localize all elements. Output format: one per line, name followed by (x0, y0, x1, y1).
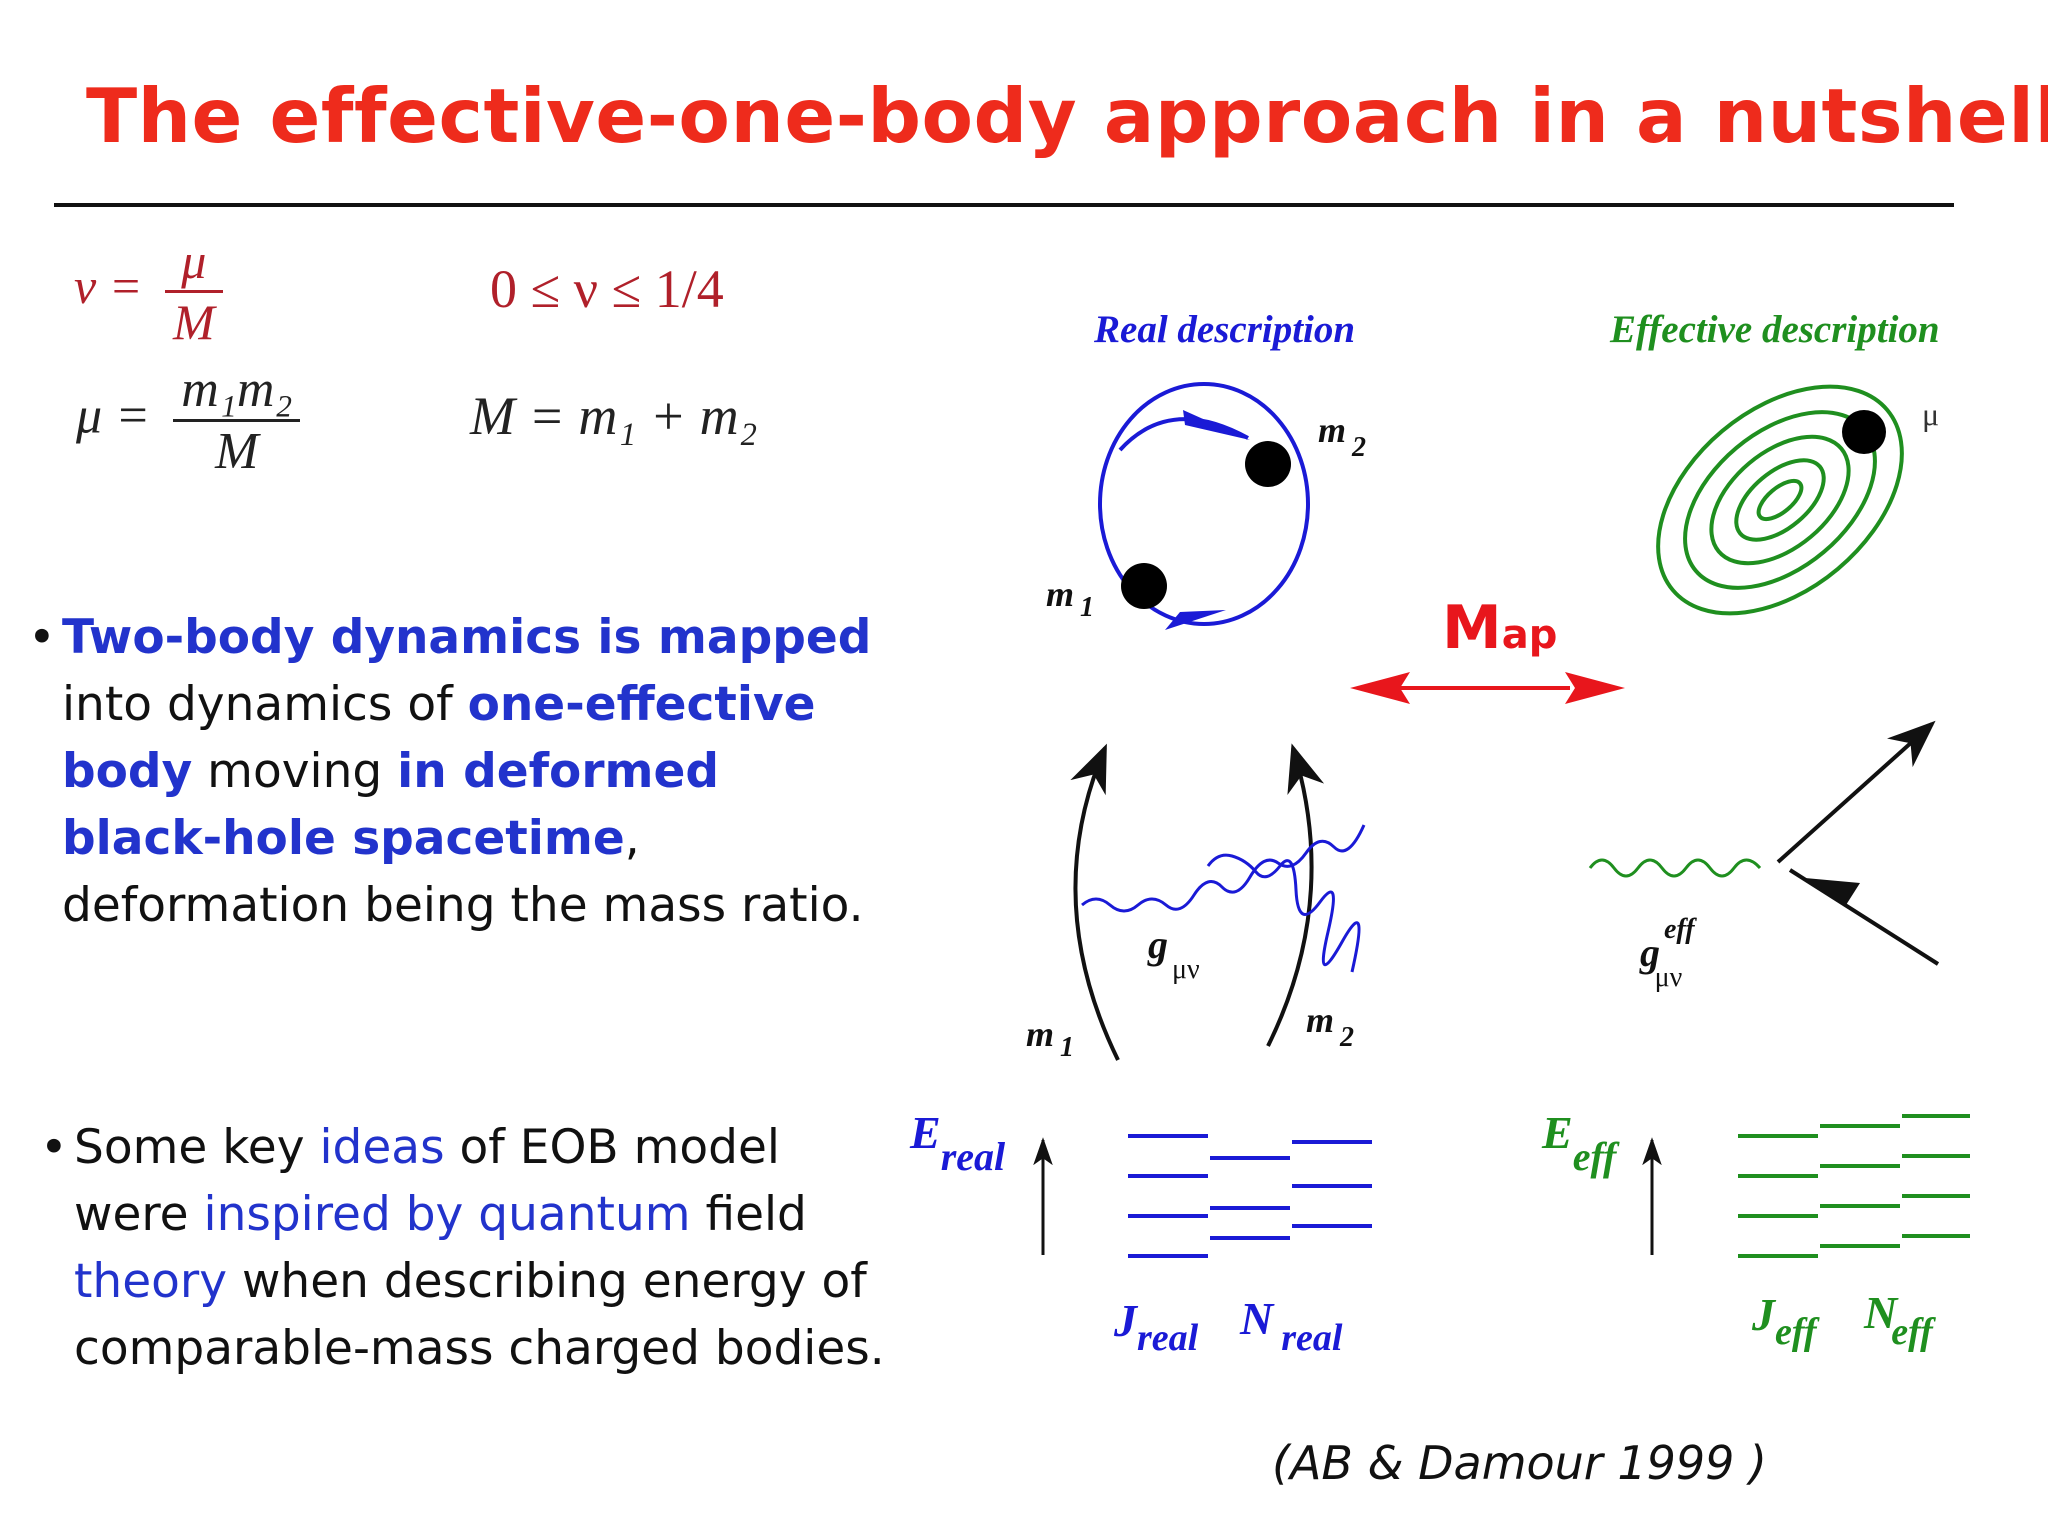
outgoing-particle (1776, 720, 1936, 864)
energy-levels-real (1128, 1134, 1372, 1258)
bullet1-text-4: moving (192, 744, 398, 799)
bullet-quantum-ideas: • Some key ideas of EOB model were inspi… (40, 1114, 900, 1382)
graviton-line-1 (1081, 824, 1366, 913)
mass-m1-dot (1121, 563, 1167, 609)
bullet1-text-5: in deformed black-hole spacetime (62, 744, 720, 866)
map-double-arrow (1350, 672, 1625, 704)
nu-lhs: ν = (74, 257, 143, 314)
bullet2-text-3: of EOB model were (74, 1120, 780, 1242)
quantum-label-j-real: Jreal (1113, 1295, 1199, 1359)
nu-denominator: M (164, 290, 223, 351)
arrowhead-top (1183, 410, 1250, 440)
nu-numerator: μ (181, 233, 207, 289)
bullet1-text-1: Two-body dynamics is mapped (62, 610, 872, 665)
real-description-heading: Real description (1093, 308, 1355, 351)
effective-description-heading: Effective description (1609, 308, 1940, 351)
bullet-mapping: • Two-body dynamics is mapped into dynam… (28, 604, 888, 939)
bullet2-text-5: field (690, 1187, 807, 1242)
mu-label: μ (1922, 396, 1939, 432)
bullet1-text-3: one-effective body (62, 677, 816, 799)
mass-m2-dot (1245, 441, 1291, 487)
bullet1-text-6: , deformation being the mass ratio. (62, 811, 864, 933)
quantum-label-j-eff: Jeff (1751, 1289, 1820, 1353)
bullet-marker: • (40, 1120, 68, 1175)
worldline-m1 (1070, 743, 1120, 1061)
contour-1 (1656, 384, 1904, 616)
effective-interaction-diagram (1588, 720, 1940, 966)
bullet1-text-2: into dynamics of (62, 677, 468, 732)
bullet2-text-1: Some key (74, 1120, 320, 1175)
graviton-line-2 (1206, 853, 1361, 973)
mu-numerator: m₁m₂ (181, 361, 293, 418)
bullet2-text-4: inspired by quantum (203, 1187, 691, 1242)
title-divider (54, 203, 1954, 207)
arrowhead-bottom (1165, 610, 1226, 630)
bullet2-text-6: theory (74, 1254, 228, 1309)
total-mass-equation: M = m₁ + m₂ (470, 386, 758, 446)
contour-5 (1756, 478, 1804, 522)
energy-label-effective: Eeff (1541, 1107, 1620, 1179)
effective-body-dot (1842, 410, 1886, 454)
contour-3 (1709, 434, 1851, 566)
energy-label-real: Ereal (909, 1107, 1006, 1179)
effective-orbit-contours (1656, 384, 1904, 616)
incoming-particle (1788, 868, 1940, 966)
mu-lhs: μ = (76, 387, 151, 445)
mu-denominator: M (173, 419, 301, 481)
nu-definition: ν = μ M (74, 232, 223, 351)
bullet2-text-7: when describing energy of comparable-mas… (74, 1254, 885, 1376)
binary-orbit (1098, 382, 1310, 630)
bullet2-text-2: ideas (319, 1120, 445, 1175)
bullet-marker: • (28, 610, 56, 665)
real-interaction-diagram (1070, 743, 1366, 1061)
orbit-path (1098, 382, 1310, 626)
metric-label-real: gμν (1147, 922, 1200, 985)
slide-title: The effective-one-body approach in a nut… (86, 72, 2048, 160)
energy-levels-effective (1738, 1114, 1970, 1258)
nu-range: 0 ≤ ν ≤ 1/4 (490, 259, 724, 319)
contour-4 (1734, 458, 1826, 542)
map-label: Map (1442, 593, 1557, 663)
quantum-label-n-eff: Neff (1863, 1287, 1936, 1353)
mu-definition: μ = m₁m₂ M (76, 360, 301, 481)
incoming-arrowhead (1805, 878, 1860, 905)
effective-graviton-line (1588, 858, 1762, 878)
orbit-arrow-top (1118, 417, 1249, 452)
citation: (AB & Damour 1999 ) (1272, 1436, 1767, 1490)
worldline-m2 (1266, 743, 1325, 1047)
